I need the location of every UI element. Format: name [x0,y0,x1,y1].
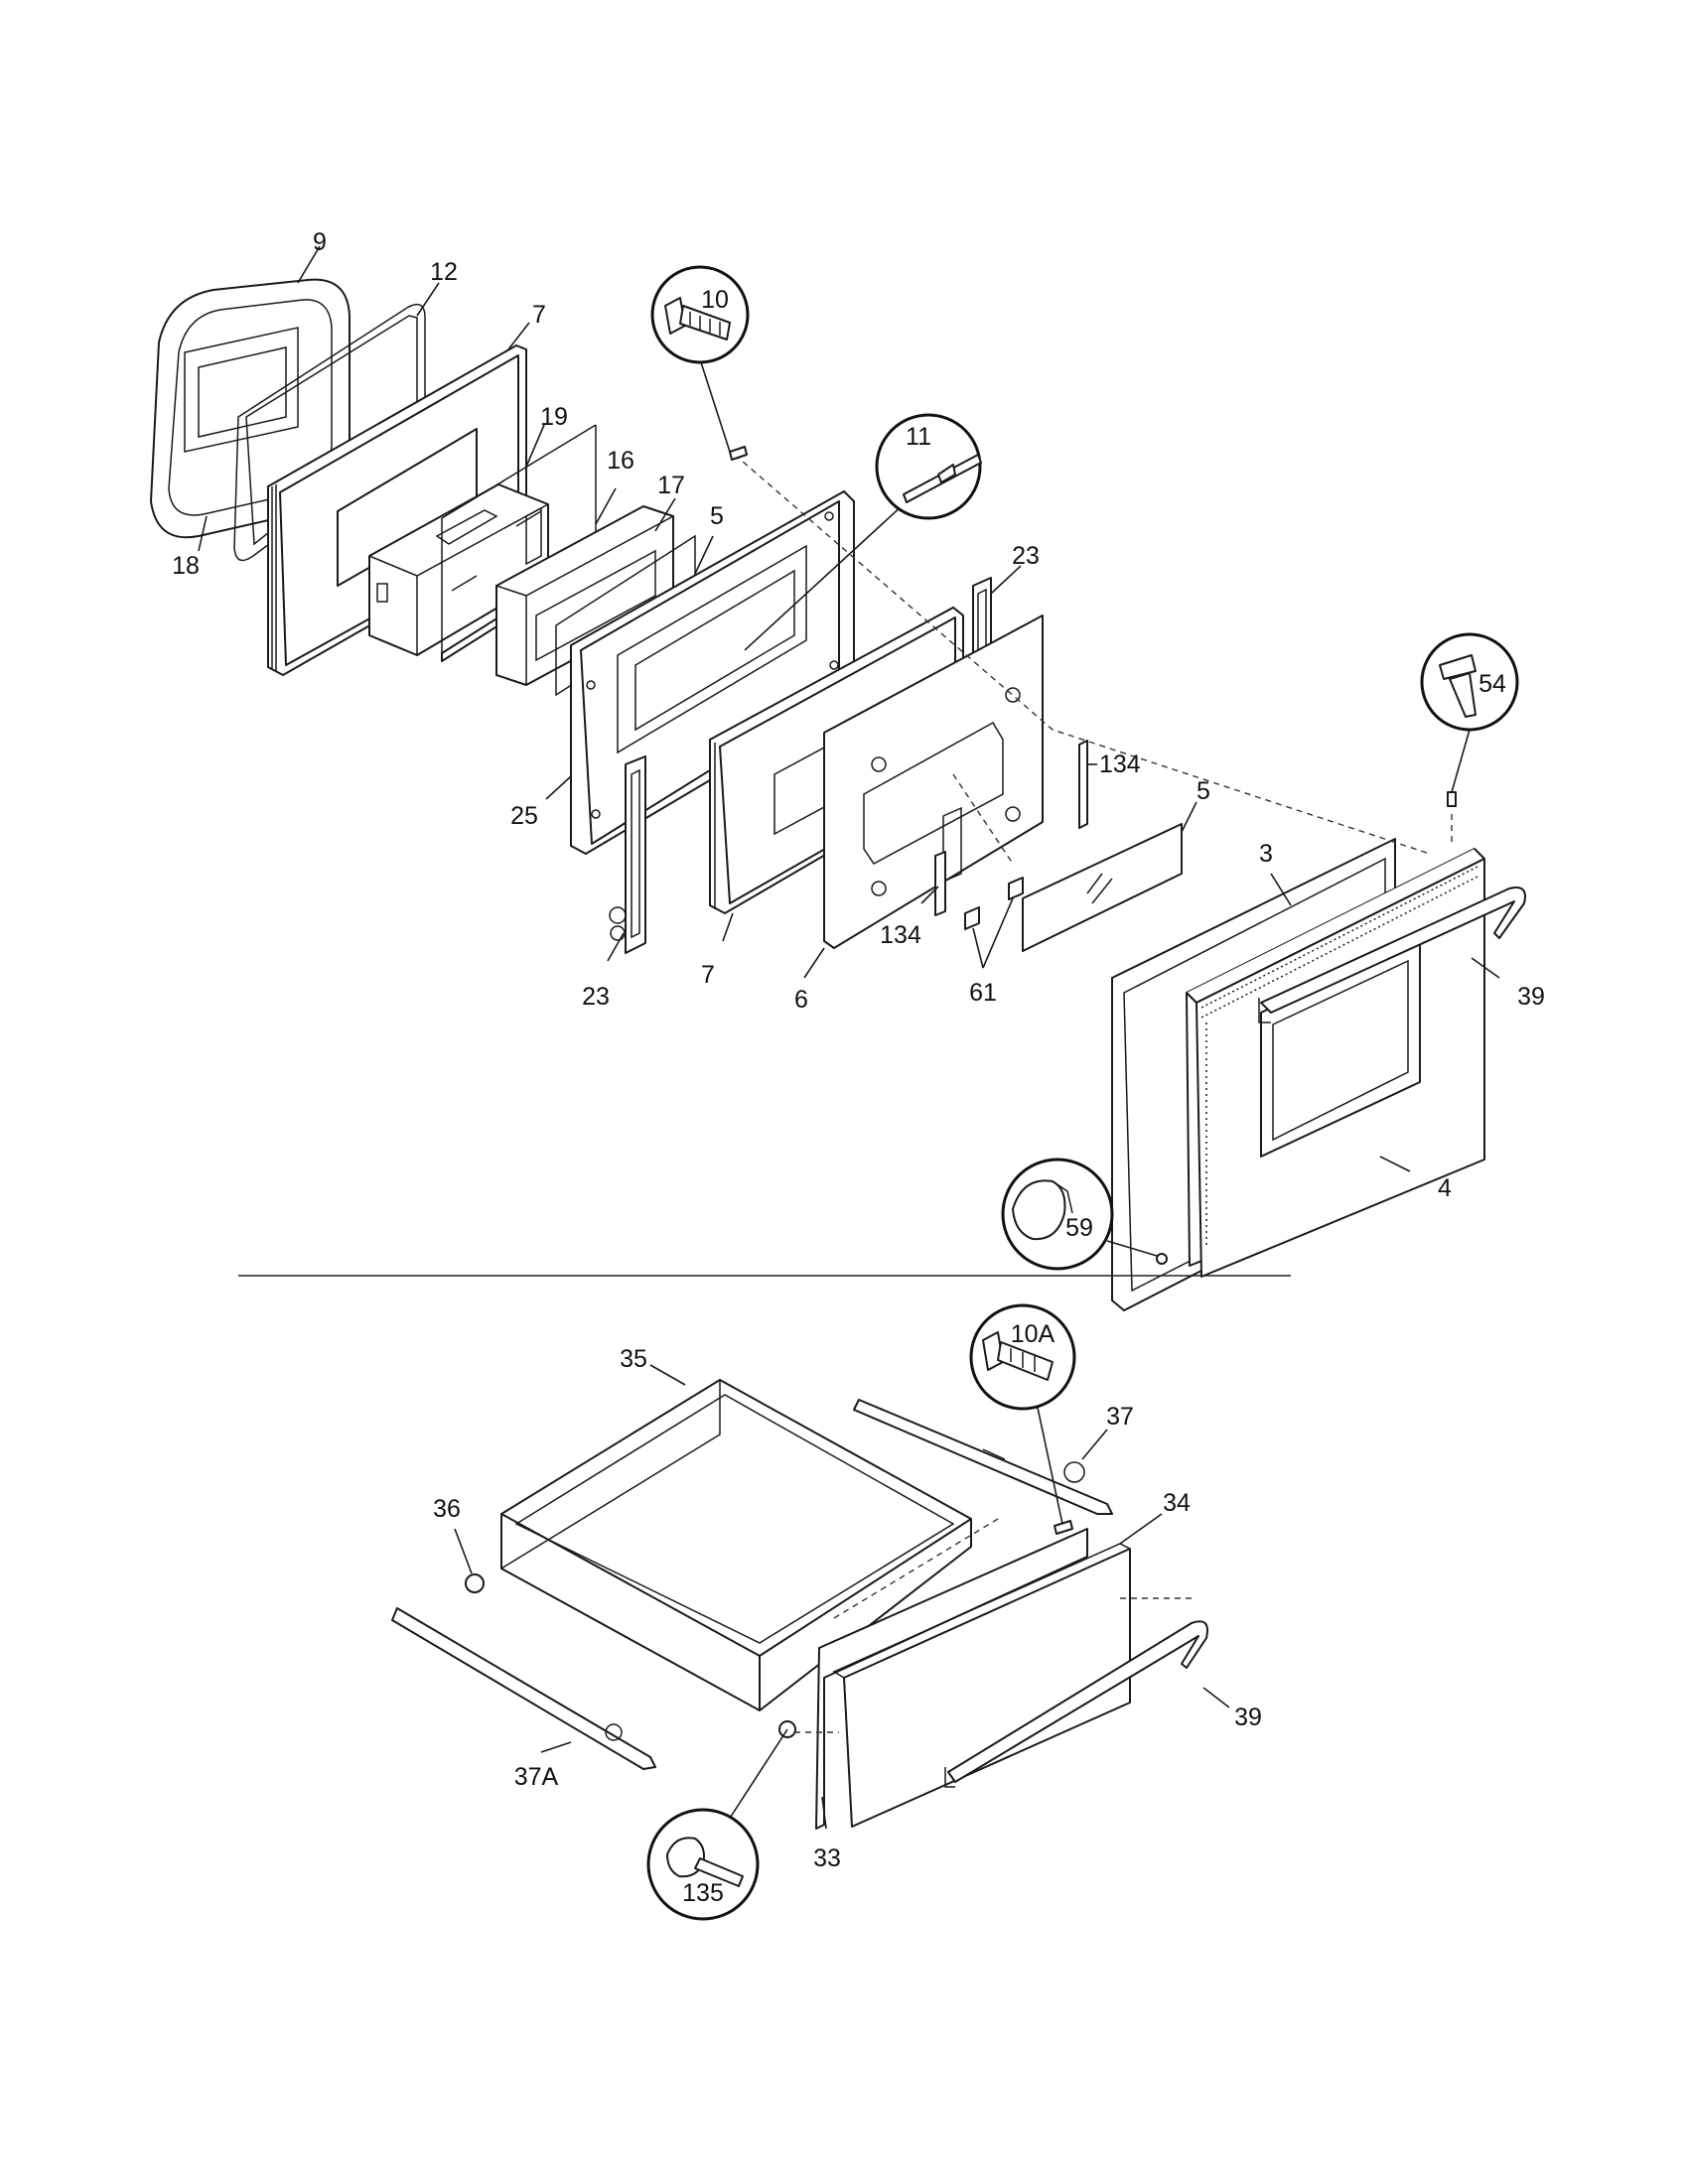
slide-rail-part-37A [391,1607,656,1770]
detail-bubble-59 [1001,1158,1158,1271]
callout-3: 3 [1259,840,1273,868]
callout-37A: 37A [514,1763,559,1791]
spacer-part-61 [964,877,1024,930]
handle-part-39-upper [1258,887,1526,1024]
callout-39-upper: 39 [1517,983,1545,1011]
callout-5-upper: 5 [710,502,724,530]
clip-part-134 [934,740,1088,916]
callout-134-upper: 134 [1099,751,1141,778]
hinge-part-23-left [609,755,646,954]
callout-23-right: 23 [1012,542,1040,570]
callout-4: 4 [1438,1174,1452,1202]
callout-19: 19 [540,403,568,431]
callout-39-lower: 39 [1234,1704,1262,1731]
plug-part-59-small [1156,1253,1168,1265]
screw-part-10A-small [1054,1520,1073,1535]
callout-37: 37 [1106,1403,1134,1431]
alignment-line-upper [734,454,1431,855]
screw-part-10-small [729,446,748,461]
drawer-front-part-34 [832,1543,1131,1828]
callout-7-upper: 7 [532,301,546,329]
callout-135: 135 [682,1879,724,1907]
detail-bubble-54 [1420,632,1519,793]
glass-part-5-lower [1022,823,1183,952]
callout-10: 10 [701,286,729,314]
callout-5-lower: 5 [1196,777,1210,805]
callout-6: 6 [794,986,808,1014]
handle-part-39-lower [944,1620,1208,1788]
screw-part-54-small [1447,791,1457,807]
callout-18: 18 [172,552,200,580]
detail-bubble-11 [744,413,982,651]
callout-16: 16 [607,447,634,475]
callout-59: 59 [1065,1214,1093,1242]
callout-17: 17 [657,472,685,499]
callout-10A: 10A [1011,1320,1055,1348]
drawer-plate-part-33 [815,1528,1088,1830]
detail-bubble-135 [646,1728,788,1921]
callout-134-lower: 134 [880,921,921,949]
slide-rail-part-37 [853,1399,1113,1515]
callout-25: 25 [510,802,538,830]
callout-11: 11 [906,423,931,451]
callout-34: 34 [1163,1489,1191,1517]
callout-9: 9 [313,228,327,256]
callout-36: 36 [433,1495,461,1523]
detail-bubble-10 [650,265,750,453]
callout-33: 33 [813,1844,841,1872]
callout-23-left: 23 [582,983,610,1011]
callout-7-lower: 7 [701,961,715,989]
callout-12: 12 [430,258,458,286]
bushing-part-36 [465,1573,485,1593]
detail-bubble-10A [969,1303,1076,1525]
callout-54: 54 [1478,670,1506,698]
leader-lines [198,245,1500,1830]
alignment-line-upper-b [952,773,1014,865]
callout-35: 35 [620,1345,647,1373]
drawer-tub-part-35 [500,1379,972,1711]
callout-61: 61 [969,979,997,1007]
